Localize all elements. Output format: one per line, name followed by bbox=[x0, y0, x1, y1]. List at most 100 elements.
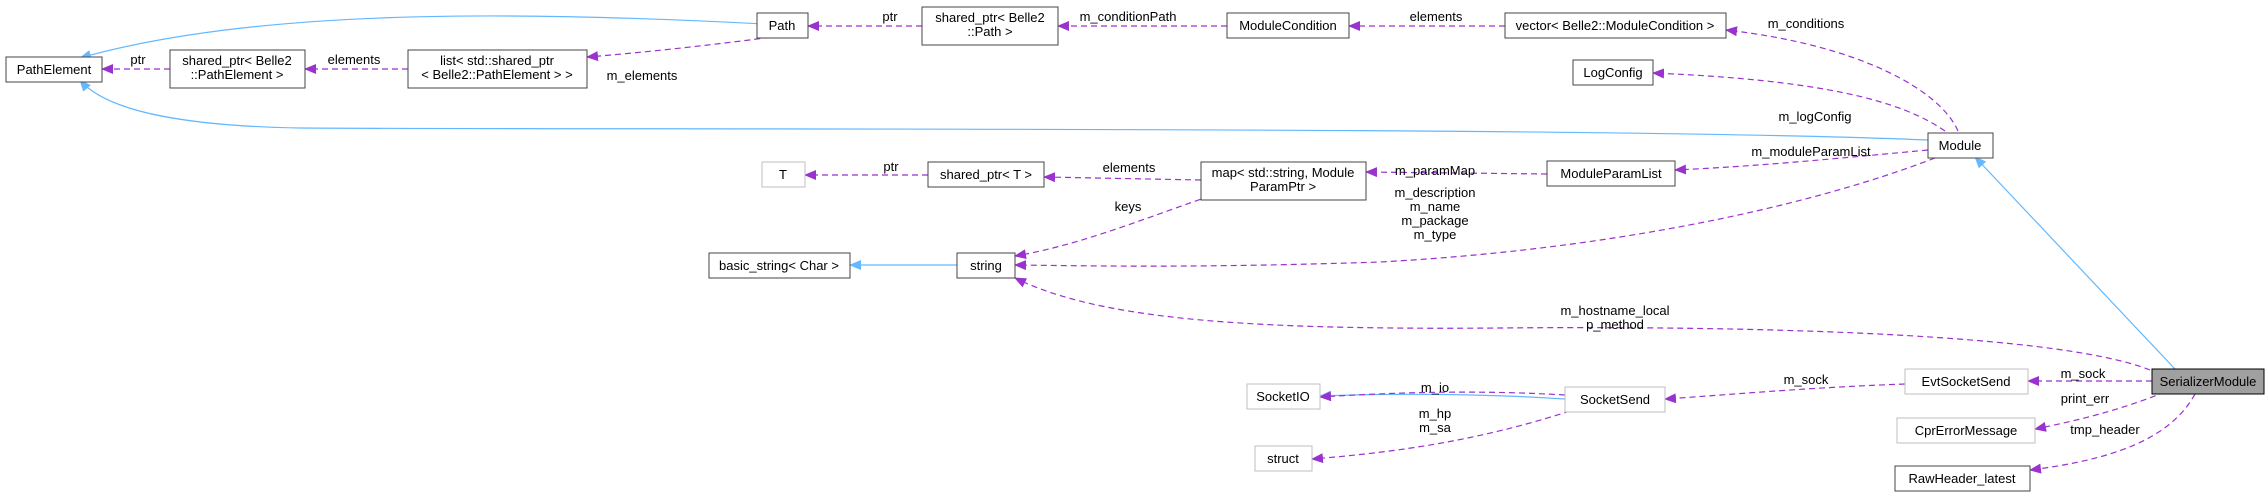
node-pathelement[interactable]: PathElement bbox=[5, 56, 103, 83]
node-moduleparamlist-line-1: ModuleParamList bbox=[1560, 166, 1662, 181]
edge-path-to-list bbox=[586, 35, 781, 62]
edge-label-m-elements: m_elements bbox=[607, 68, 678, 83]
node-shared-ptr-t[interactable]: shared_ptr< T > bbox=[927, 161, 1045, 188]
node-shared-ptr-path[interactable]: shared_ptr< Belle2::Path > bbox=[921, 6, 1059, 46]
edge-label-ptr-path: ptr bbox=[882, 9, 898, 24]
node-module-line-1: Module bbox=[1939, 138, 1982, 153]
edge-label-m-sock-socketsend: m_sock bbox=[1784, 372, 1829, 387]
edge-label-m-io-line-1: m_io bbox=[1421, 380, 1449, 395]
svg-text:SerializerModule: SerializerModule bbox=[2160, 374, 2257, 389]
edge-module-to-logconfig bbox=[1652, 68, 1946, 132]
svg-text:SocketSend: SocketSend bbox=[1580, 392, 1650, 407]
svg-text:Module: Module bbox=[1939, 138, 1982, 153]
svg-text:ModuleCondition: ModuleCondition bbox=[1239, 18, 1337, 33]
node-string-line-1: string bbox=[970, 258, 1002, 273]
node-socketio-line-1: SocketIO bbox=[1256, 389, 1309, 404]
node-logconfig-line-1: LogConfig bbox=[1583, 65, 1642, 80]
node-struct[interactable]: struct bbox=[1254, 445, 1313, 472]
edge-label-m-logconfig: m_logConfig bbox=[1779, 109, 1852, 124]
node-t-line-1: T bbox=[779, 167, 787, 182]
edge-labels: ptr elements m_elements ptr m_conditionP… bbox=[130, 9, 2140, 437]
node-map-param-line-2: ParamPtr > bbox=[1250, 179, 1316, 194]
node-list-pathelement[interactable]: list< std::shared_ptr< Belle2::PathEleme… bbox=[407, 49, 588, 89]
edge-label-elements-list: elements bbox=[328, 52, 381, 67]
node-socketsend[interactable]: SocketSend bbox=[1564, 386, 1666, 413]
edge-label-module-strings-line-1: m_description bbox=[1395, 185, 1476, 200]
edge-label-ptr-t: ptr bbox=[883, 159, 899, 174]
edge-socketsend-to-struct bbox=[1311, 410, 1571, 464]
node-logconfig[interactable]: LogConfig bbox=[1572, 59, 1654, 86]
node-serializermodule-line-1: SerializerModule bbox=[2160, 374, 2257, 389]
edges bbox=[79, 15, 2196, 474]
svg-text:SocketIO: SocketIO bbox=[1256, 389, 1309, 404]
node-rawheader-latest[interactable]: RawHeader_latest bbox=[1894, 465, 2031, 492]
node-vector-modulecondition-line-1: vector< Belle2::ModuleCondition > bbox=[1516, 18, 1715, 33]
edge-module-to-vector bbox=[1725, 26, 1959, 132]
edge-label-ptr-path-line-1: ptr bbox=[882, 9, 898, 24]
svg-text:LogConfig: LogConfig bbox=[1583, 65, 1642, 80]
node-evtsocketsend-line-1: EvtSocketSend bbox=[1922, 374, 2011, 389]
edge-label-elements-list-line-1: elements bbox=[328, 52, 381, 67]
edge-label-ptr-pathelement-line-1: ptr bbox=[130, 52, 146, 67]
edge-label-elements-vector: elements bbox=[1410, 9, 1463, 24]
svg-text:shared_ptr< T >: shared_ptr< T > bbox=[940, 167, 1032, 182]
edge-label-m-sock-evt-line-1: m_sock bbox=[2061, 366, 2106, 381]
svg-text:struct: struct bbox=[1267, 451, 1299, 466]
svg-text:basic_string< Char >: basic_string< Char > bbox=[719, 258, 839, 273]
edge-label-m-elements-line-1: m_elements bbox=[607, 68, 678, 83]
edge-label-keys: keys bbox=[1115, 199, 1142, 214]
svg-text:Path: Path bbox=[769, 18, 796, 33]
node-rawheader-latest-line-1: RawHeader_latest bbox=[1909, 471, 2016, 486]
node-shared-ptr-path-line-2: ::Path > bbox=[967, 24, 1012, 39]
node-module[interactable]: Module bbox=[1927, 132, 1994, 159]
node-cprerrormessage[interactable]: CprErrorMessage bbox=[1896, 417, 2036, 444]
svg-text:shared_ptr< Belle2::PathElemen: shared_ptr< Belle2::PathElement > bbox=[182, 53, 292, 82]
edge-module-to-moduleparamlist bbox=[1674, 149, 1929, 175]
node-moduleparamlist[interactable]: ModuleParamList bbox=[1546, 160, 1676, 187]
node-t[interactable]: T bbox=[761, 161, 806, 188]
svg-text:RawHeader_latest: RawHeader_latest bbox=[1909, 471, 2016, 486]
edge-label-m-conditions: m_conditions bbox=[1768, 16, 1845, 31]
edge-module-inherits-pathelement bbox=[79, 79, 1929, 141]
edge-serializer-inherits-module bbox=[1974, 156, 2176, 370]
node-shared-ptr-pathelement[interactable]: shared_ptr< Belle2::PathElement > bbox=[169, 49, 306, 89]
svg-text:CprErrorMessage: CprErrorMessage bbox=[1915, 423, 2018, 438]
node-map-param-line-1: map< std::string, Module bbox=[1212, 165, 1355, 180]
node-modulecondition[interactable]: ModuleCondition bbox=[1226, 12, 1350, 39]
edge-module-to-string bbox=[1014, 157, 1936, 271]
node-path-line-1: Path bbox=[769, 18, 796, 33]
edge-label-m-hp-sa-line-1: m_hp bbox=[1419, 406, 1452, 421]
svg-text:T: T bbox=[779, 167, 787, 182]
node-cprerrormessage-line-1: CprErrorMessage bbox=[1915, 423, 2018, 438]
node-list-pathelement-line-2: < Belle2::PathElement > > bbox=[421, 67, 572, 82]
edge-label-module-strings-line-2: m_name bbox=[1410, 199, 1461, 214]
node-socketio[interactable]: SocketIO bbox=[1246, 383, 1321, 410]
node-shared-ptr-path-line-1: shared_ptr< Belle2 bbox=[935, 10, 1045, 25]
node-path[interactable]: Path bbox=[756, 12, 809, 39]
edge-label-m-logconfig-line-1: m_logConfig bbox=[1779, 109, 1852, 124]
edge-label-module-strings-line-3: m_package bbox=[1401, 213, 1468, 228]
node-pathelement-line-1: PathElement bbox=[17, 62, 92, 77]
edge-label-m-moduleparamlist-line-1: m_moduleParamList bbox=[1751, 144, 1871, 159]
node-vector-modulecondition[interactable]: vector< Belle2::ModuleCondition > bbox=[1504, 12, 1727, 39]
edge-label-m-hp-sa-line-2: m_sa bbox=[1419, 420, 1452, 435]
node-string[interactable]: string bbox=[956, 252, 1016, 279]
node-evtsocketsend[interactable]: EvtSocketSend bbox=[1904, 368, 2029, 395]
edge-serializer-to-cprerrormessage bbox=[2034, 391, 2166, 432]
node-basic-string[interactable]: basic_string< Char > bbox=[708, 252, 851, 279]
edge-label-m-conditions-line-1: m_conditions bbox=[1768, 16, 1845, 31]
edge-label-m-parammap-line-1: m_paramMap bbox=[1395, 163, 1475, 178]
node-serializermodule[interactable]: SerializerModule bbox=[2151, 368, 2265, 395]
edge-evtsocketsend-to-socketsend bbox=[1664, 383, 1906, 404]
node-modulecondition-line-1: ModuleCondition bbox=[1239, 18, 1337, 33]
edge-serializer-to-string bbox=[1014, 277, 2151, 371]
edge-label-module-strings-line-4: m_type bbox=[1414, 227, 1457, 242]
node-shared-ptr-pathelement-line-1: shared_ptr< Belle2 bbox=[182, 53, 292, 68]
svg-text:shared_ptr< Belle2::Path >: shared_ptr< Belle2::Path > bbox=[935, 10, 1045, 39]
